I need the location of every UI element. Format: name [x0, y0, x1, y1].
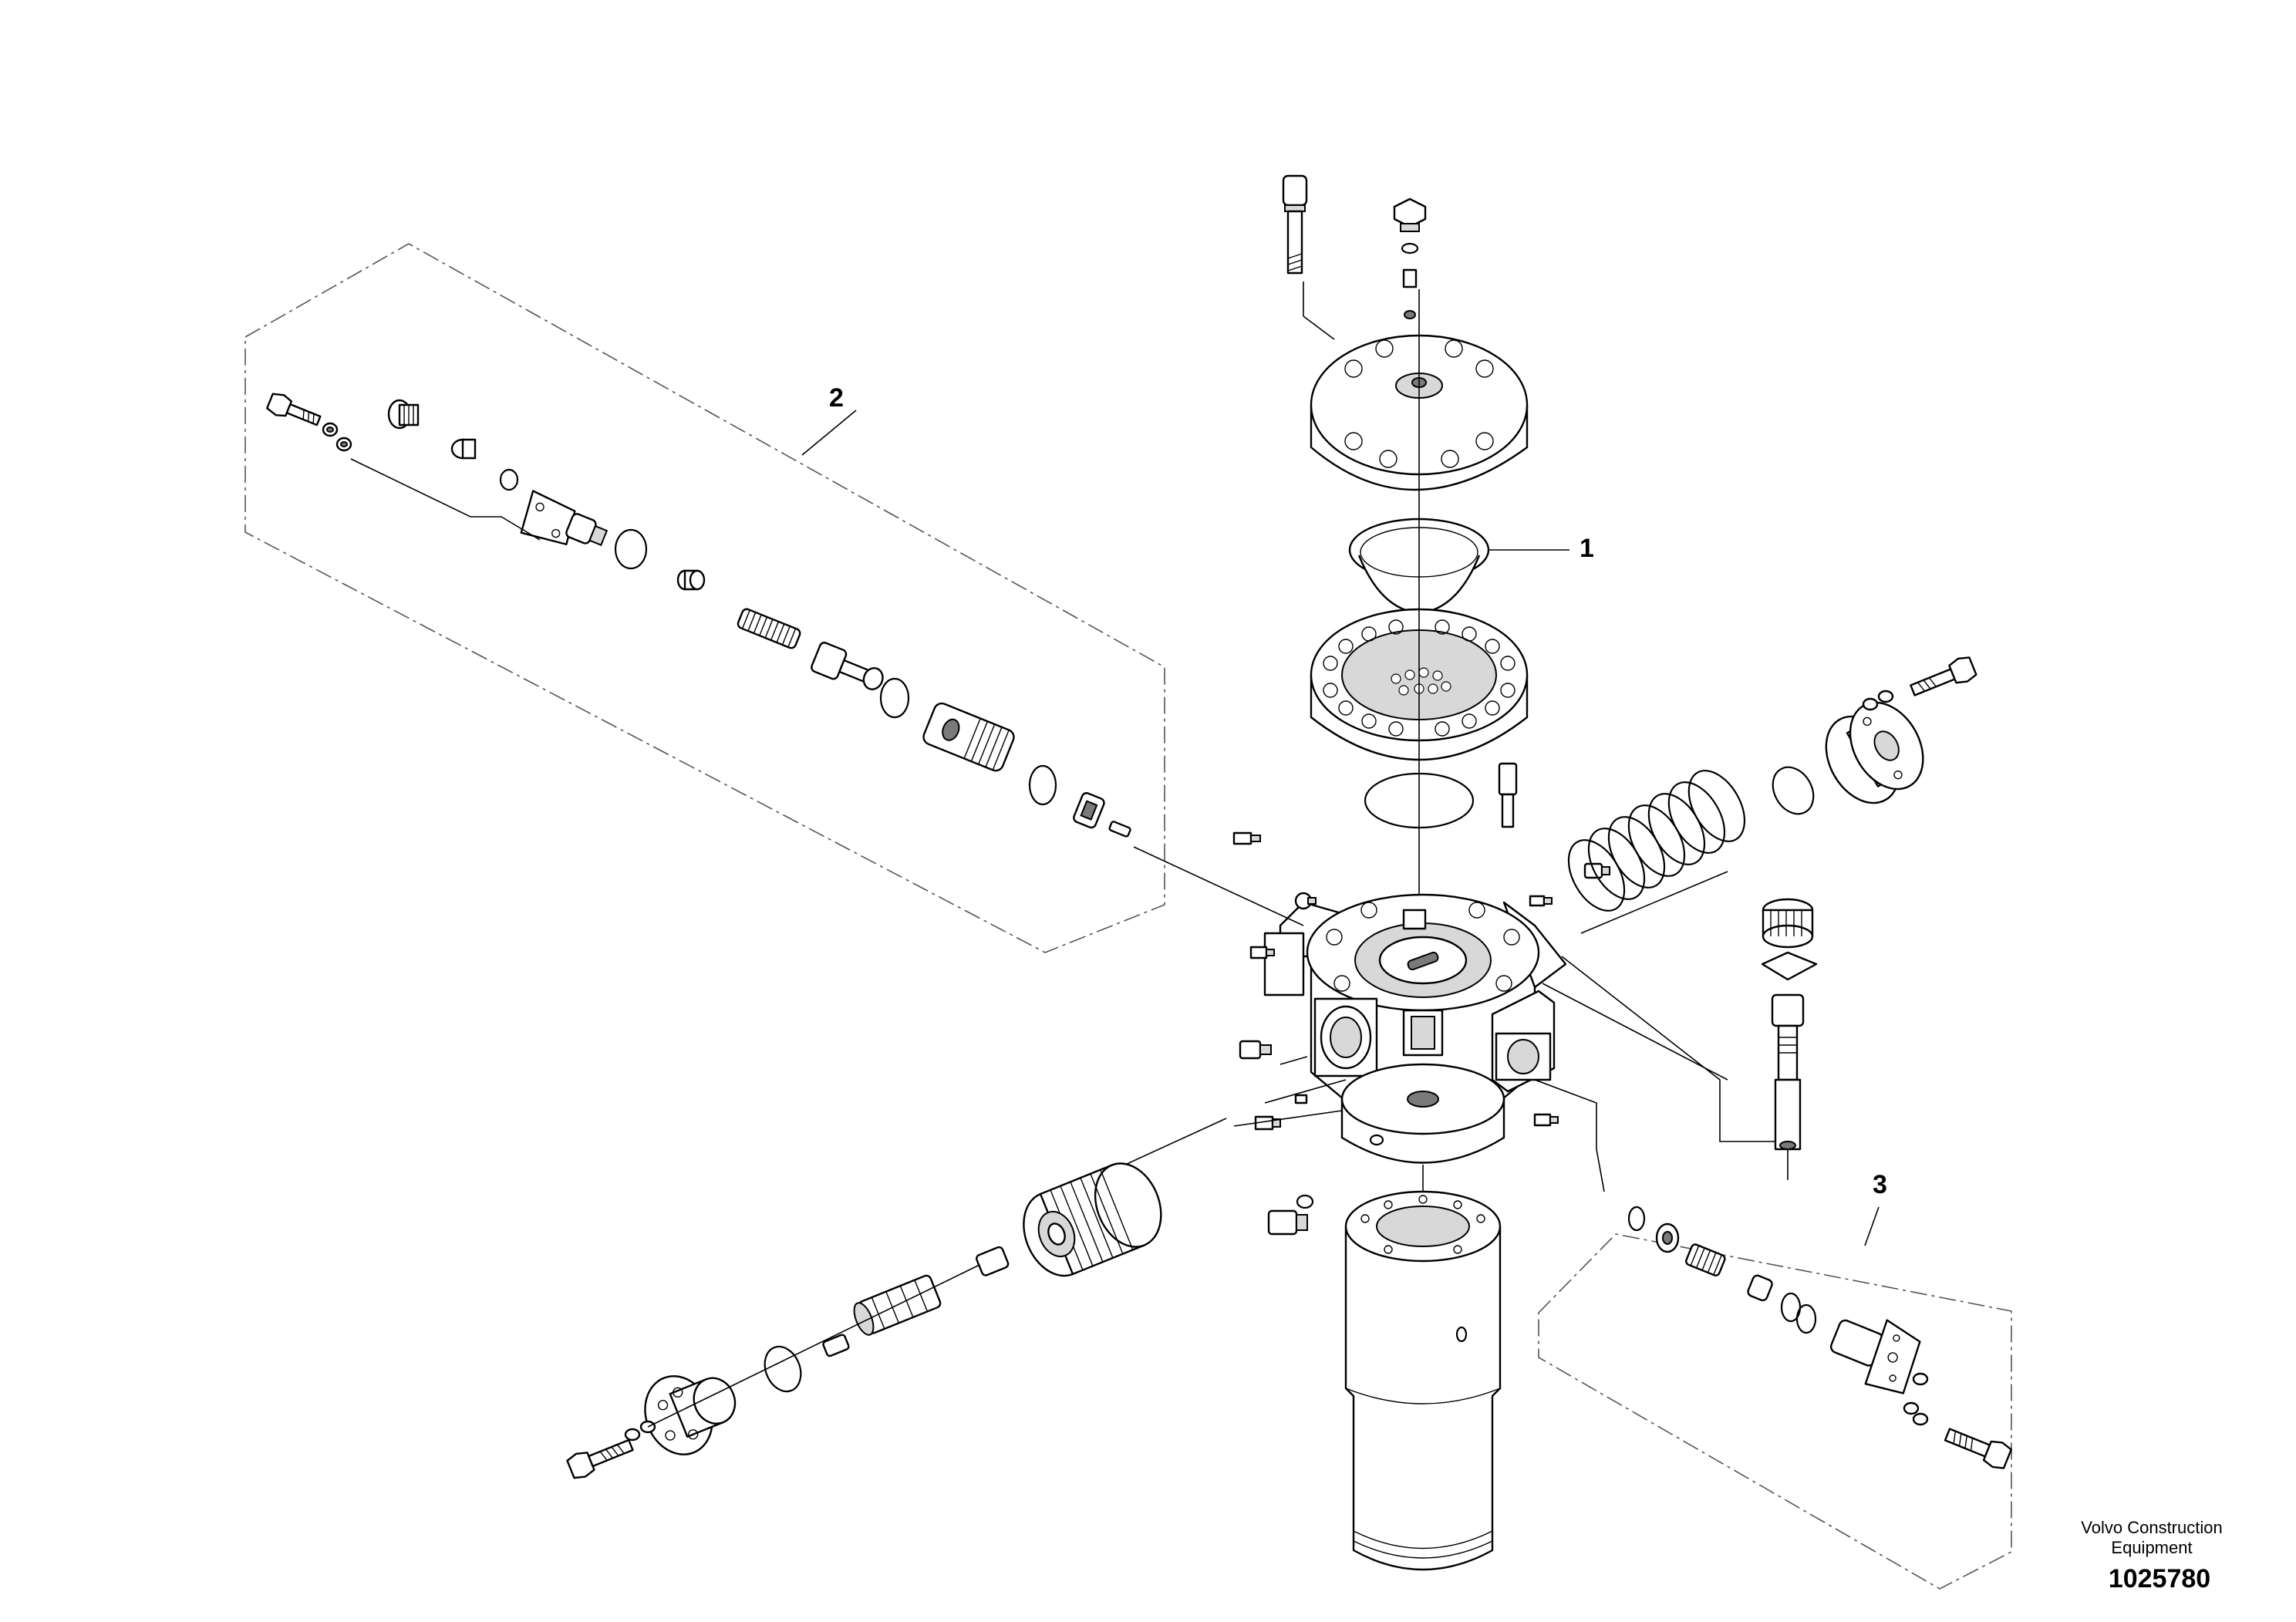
top-cover: [1310, 334, 1529, 491]
body-plugs: [1232, 831, 1610, 1131]
lower-left-spool-assembly: [566, 1162, 1162, 1479]
footer-drawing-number: 1025780: [2108, 1564, 2211, 1593]
callout-3: 3: [1873, 1170, 1887, 1199]
group-3-frame: [1538, 1233, 2012, 1590]
callout-2: 2: [829, 383, 844, 413]
lower-plug: [1267, 1194, 1314, 1236]
top-plug-assembly: [1393, 197, 1427, 319]
group-2-parts: [266, 393, 1131, 838]
callout-1: 1: [1580, 534, 1594, 563]
footer-company: Volvo Construction Equipment: [2081, 1518, 2223, 1557]
group-2-frame: [244, 243, 1165, 953]
valve-body: [1263, 893, 1567, 1164]
relief-valve-stem: [1761, 898, 1818, 1180]
top-cap-screw: [1282, 174, 1308, 275]
valve-plate-screw: [1498, 762, 1518, 828]
right-spring-assembly: [1567, 656, 1977, 912]
group-3-parts: [1627, 1206, 2012, 1469]
cylinder-liner: [1344, 1165, 1502, 1571]
